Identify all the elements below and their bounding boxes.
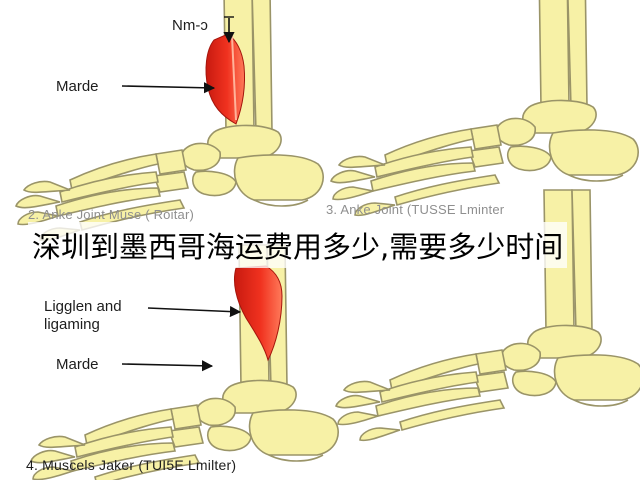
ligament-label-line1: Ligglen and	[44, 298, 122, 315]
panel-3-caption: 3. Anke Joint (TUSSE Lminter	[326, 202, 505, 217]
panel-2-caption: 2. Anke Joint Muse ( Roitar)	[28, 207, 194, 222]
calf-muscle-panel-1	[205, 33, 245, 125]
calf-muscle-panel-2	[233, 265, 283, 362]
ligament-label-line2: ligaming	[44, 316, 100, 333]
marde-label-bottom: Marde	[56, 356, 99, 373]
pointer-arrow-ligament	[147, 305, 242, 318]
pointer-arrow-marde-top	[121, 82, 216, 94]
pointer-arrow-marde-bottom	[121, 360, 214, 372]
overlay-banner-text: 深圳到墨西哥海运费用多少,需要多少时间	[28, 222, 568, 268]
tendon-panel-1	[231, 35, 237, 121]
top-marker-label: Nm-ɔ	[172, 17, 208, 34]
foot-skeleton-panel-1	[15, 0, 324, 242]
marde-label-top: Marde	[56, 78, 99, 95]
foot-skeleton-panel-3	[330, 0, 639, 217]
panel-4-caption: 4. Muscels Jaker (TUI5E Lmilter)	[26, 457, 237, 473]
